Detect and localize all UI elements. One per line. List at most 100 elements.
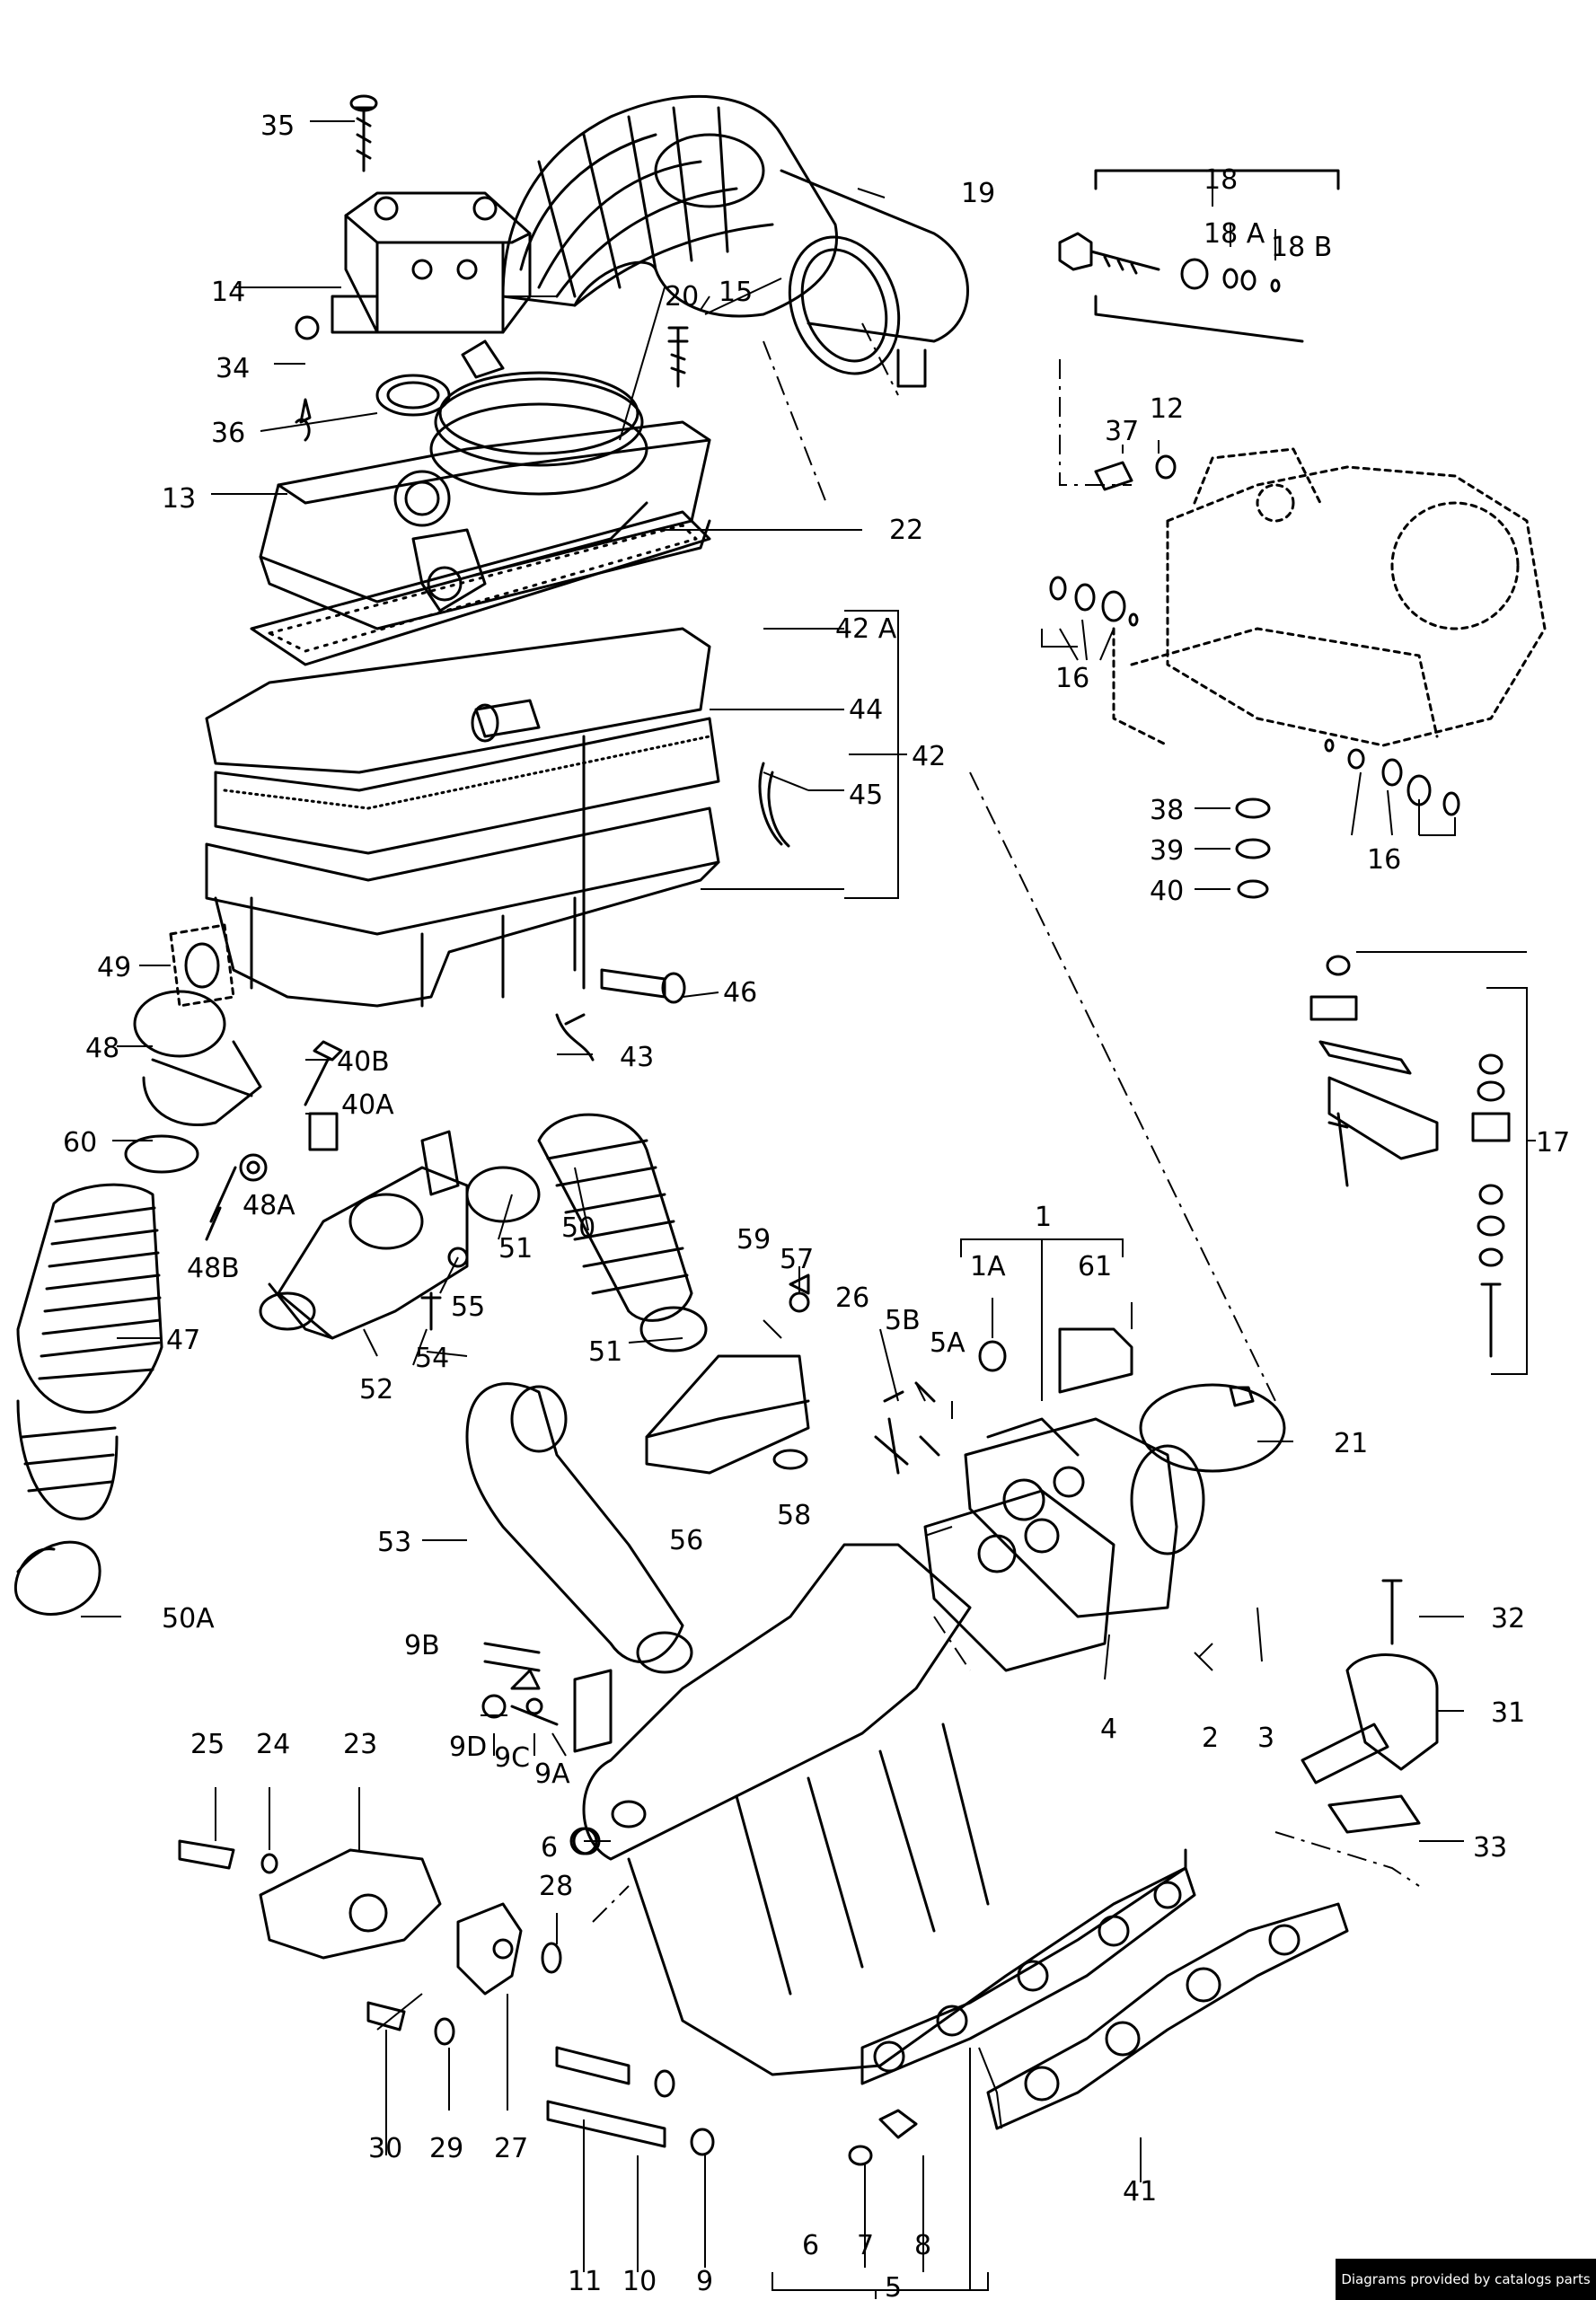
callout-20: 20 xyxy=(665,281,699,313)
callout-45: 45 xyxy=(849,780,883,811)
gasket-41 xyxy=(986,1902,1349,2130)
callout-44: 44 xyxy=(849,694,883,726)
callout-9a: 9A xyxy=(534,1758,570,1790)
callout-19: 19 xyxy=(961,178,995,209)
callout-40: 40 xyxy=(1150,876,1184,907)
callout-18b: 18 B xyxy=(1271,232,1332,263)
callout-60: 60 xyxy=(63,1127,97,1159)
callout-49: 49 xyxy=(97,952,131,983)
callout-23: 23 xyxy=(343,1729,377,1760)
callout-33: 33 xyxy=(1473,1832,1507,1864)
meter-body-14 xyxy=(331,94,532,334)
intake-manifold-5 xyxy=(582,1543,1196,2085)
callout-50: 50 xyxy=(561,1212,595,1244)
gasket-4 xyxy=(923,1489,1115,1672)
callout-2: 2 xyxy=(1202,1723,1219,1754)
callout-59: 59 xyxy=(736,1224,771,1256)
elbow-pipe-53 xyxy=(465,1382,693,1674)
callout-16-upper: 16 xyxy=(1055,663,1089,694)
callout-16-lower: 16 xyxy=(1367,844,1401,876)
callout-48a: 48A xyxy=(242,1190,295,1221)
callout-38: 38 xyxy=(1150,795,1184,826)
callout-5: 5 xyxy=(885,2272,902,2300)
callout-10: 10 xyxy=(622,2266,657,2297)
callout-9c: 9C xyxy=(494,1742,530,1774)
callout-25: 25 xyxy=(190,1729,225,1760)
callout-28: 28 xyxy=(539,1871,573,1902)
callout-8: 8 xyxy=(914,2230,931,2261)
callout-48b: 48B xyxy=(187,1253,240,1284)
callout-5b: 5B xyxy=(885,1305,921,1336)
callout-18: 18 xyxy=(1204,164,1238,196)
callout-21: 21 xyxy=(1334,1428,1368,1459)
callout-42a: 42 A xyxy=(835,613,897,645)
bracket-56 xyxy=(645,1273,810,1475)
callout-26: 26 xyxy=(835,1282,869,1314)
callout-50a: 50A xyxy=(162,1603,215,1635)
callout-1a: 1A xyxy=(970,1251,1006,1282)
reference-lines xyxy=(592,322,1420,1923)
callout-39: 39 xyxy=(1150,835,1184,867)
gasket-42a xyxy=(250,510,711,666)
callout-7: 7 xyxy=(857,2230,874,2261)
callout-22: 22 xyxy=(889,515,923,546)
callout-46: 46 xyxy=(723,977,757,1009)
callout-27: 27 xyxy=(494,2133,528,2164)
callout-5a: 5A xyxy=(930,1327,966,1359)
injector-18 xyxy=(1058,169,1340,343)
callout-9: 9 xyxy=(696,2266,713,2297)
credit-text: Diagrams provided by catalogs parts xyxy=(1341,2271,1591,2287)
credit-badge: Diagrams provided by catalogs parts xyxy=(1336,2259,1596,2300)
callout-47: 47 xyxy=(166,1325,200,1356)
engine-detail-dashed xyxy=(1112,447,1547,747)
callout-48: 48 xyxy=(85,1033,119,1064)
callout-41: 41 xyxy=(1123,2176,1157,2207)
callout-52: 52 xyxy=(359,1374,393,1406)
idle-valve-23 xyxy=(178,1669,918,2166)
callout-9d: 9D xyxy=(449,1732,487,1763)
callout-36: 36 xyxy=(211,418,245,449)
callout-18a: 18 A xyxy=(1204,218,1265,250)
regulator-31 xyxy=(1301,1579,1439,1834)
callout-55: 55 xyxy=(451,1291,485,1323)
callout-11: 11 xyxy=(568,2266,602,2297)
rings-20-36-34 xyxy=(295,315,689,496)
callout-32: 32 xyxy=(1491,1603,1525,1635)
intake-hose-19 xyxy=(501,94,969,388)
throttle-assembly-1 xyxy=(874,1327,1205,1618)
air-cleaner-upper-13 xyxy=(259,420,711,630)
callout-1: 1 xyxy=(1035,1202,1052,1233)
callout-37: 37 xyxy=(1105,416,1139,447)
regulator-52 xyxy=(259,1113,708,1353)
callout-43: 43 xyxy=(620,1042,654,1073)
clamp-21 xyxy=(1139,1383,1286,1473)
callout-51-lower: 51 xyxy=(588,1336,622,1368)
drawing-layer xyxy=(13,94,1547,2166)
callout-6-upper: 6 xyxy=(541,1832,558,1864)
callout-34: 34 xyxy=(216,353,250,384)
duct-assembly-47 xyxy=(13,923,262,1616)
callout-4: 4 xyxy=(1100,1714,1117,1745)
callout-17: 17 xyxy=(1536,1127,1570,1159)
callout-57: 57 xyxy=(780,1244,814,1275)
leader-lines xyxy=(81,120,1536,2299)
callout-61: 61 xyxy=(1078,1251,1112,1282)
callout-40b: 40B xyxy=(337,1046,390,1078)
callout-12: 12 xyxy=(1150,393,1184,425)
callout-15: 15 xyxy=(719,277,753,308)
callout-30: 30 xyxy=(368,2133,402,2164)
callout-13: 13 xyxy=(162,483,196,515)
callout-6-lower: 6 xyxy=(802,2230,819,2261)
filter-housing-42 xyxy=(205,627,790,1062)
callout-58: 58 xyxy=(777,1500,811,1531)
callout-labels: 35 19 18 18 A 18 B 14 20 15 34 36 37 12 … xyxy=(63,110,1570,2300)
callout-9b: 9B xyxy=(404,1630,440,1661)
callout-29: 29 xyxy=(429,2133,463,2164)
callout-54: 54 xyxy=(415,1343,449,1374)
seals-16 xyxy=(1049,454,1460,899)
callout-40a: 40A xyxy=(341,1089,394,1121)
callout-42: 42 xyxy=(912,741,946,772)
callout-51-upper: 51 xyxy=(498,1233,533,1265)
callout-24: 24 xyxy=(256,1729,290,1760)
